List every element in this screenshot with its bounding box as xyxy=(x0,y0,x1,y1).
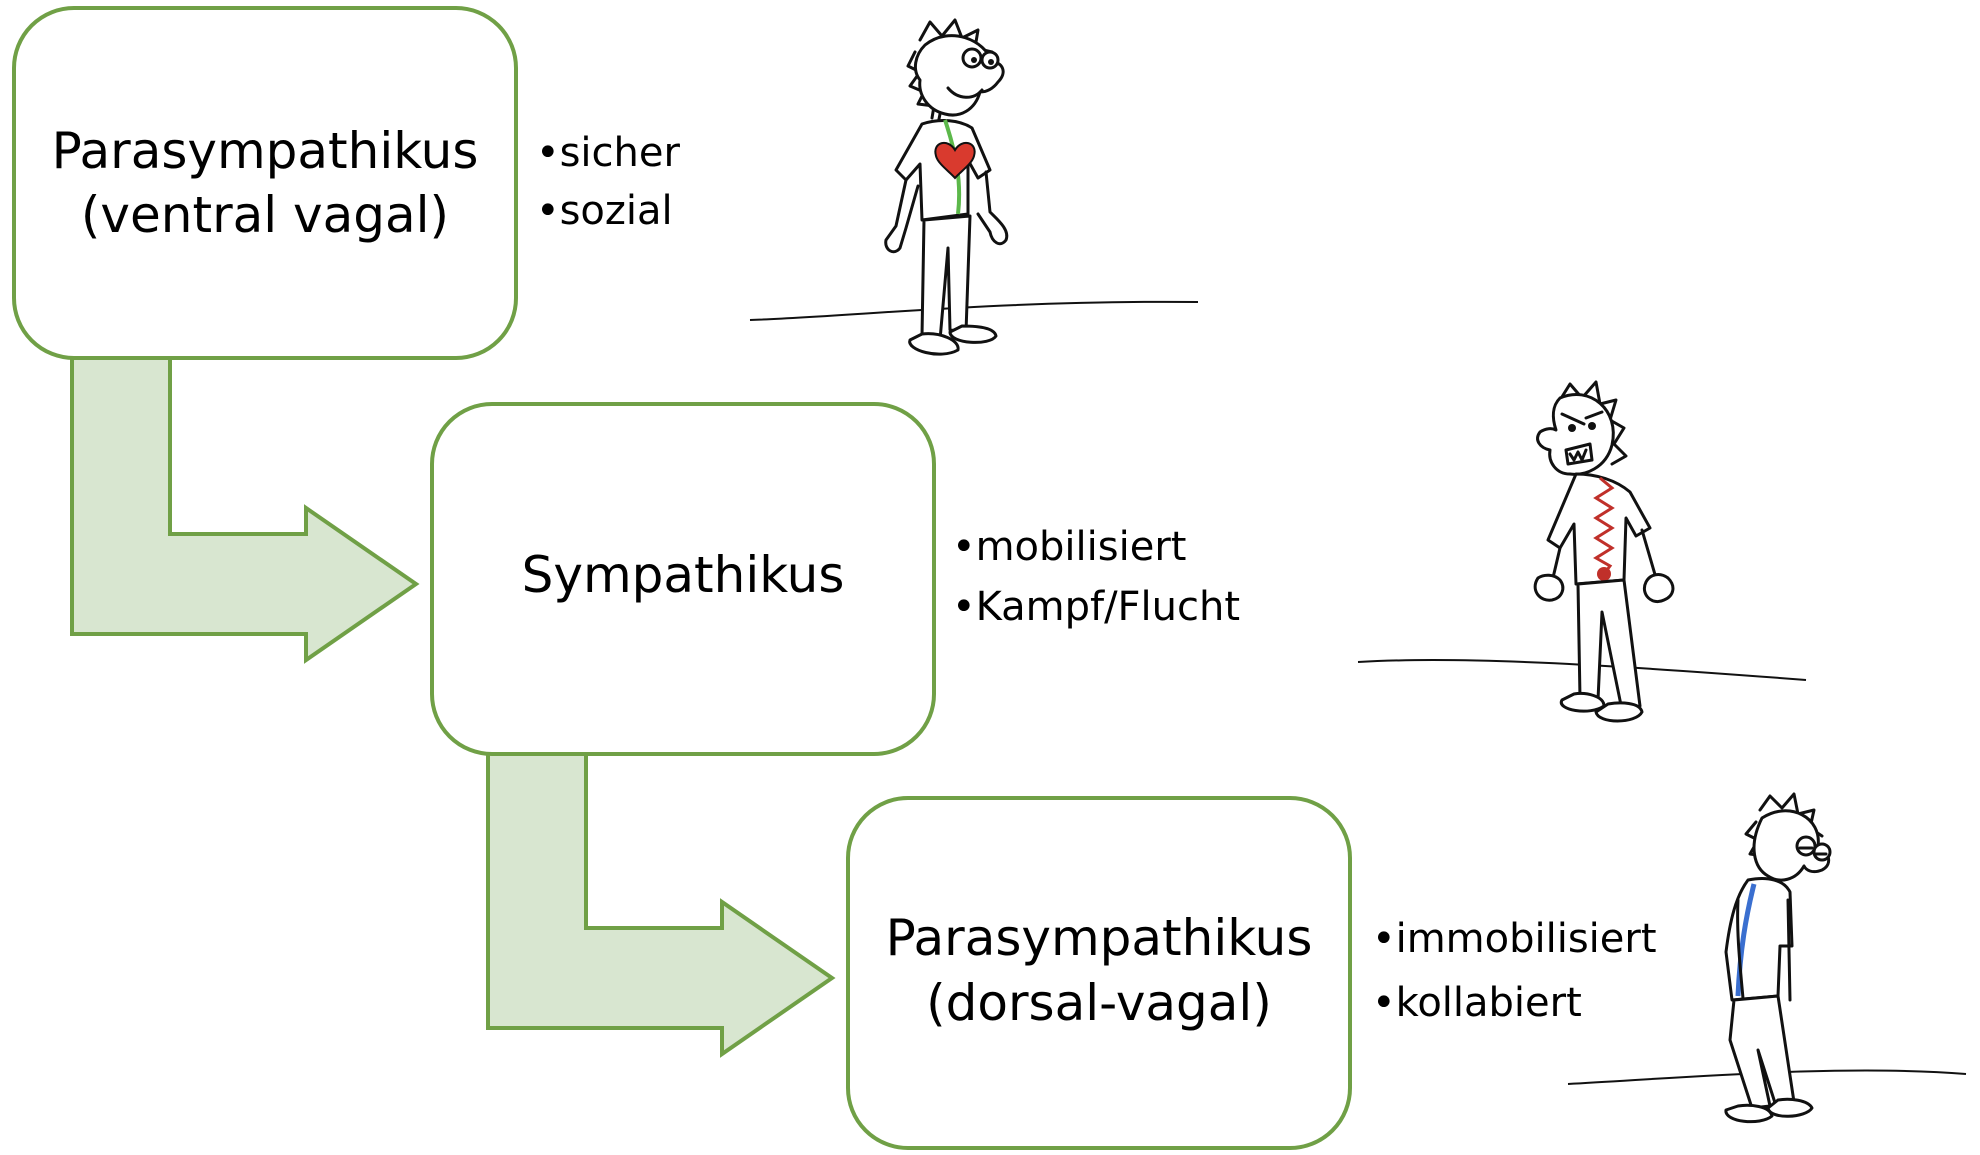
box-title-ventral-line2: (ventral vagal) xyxy=(81,186,449,244)
calm-figure-icon xyxy=(749,18,1199,356)
bullet-mobilisiert: •mobilisiert xyxy=(952,524,1186,570)
arrow-ventral-to-sympathikus xyxy=(70,356,420,664)
bullet-kampf-flucht: •Kampf/Flucht xyxy=(952,584,1240,630)
arrow-sympathikus-to-dorsal xyxy=(486,750,836,1058)
box-title-ventral-line1: Parasympathikus xyxy=(52,122,479,180)
bullet-sicher: •sicher xyxy=(536,130,681,176)
box-sympathikus xyxy=(430,402,936,756)
angry-figure-icon xyxy=(1357,380,1807,723)
bullet-sozial: •sozial xyxy=(536,188,673,234)
ground-line-2 xyxy=(1357,659,1807,681)
box-title-dorsal-line1: Parasympathikus xyxy=(886,909,1313,967)
bullet-kollabiert: •kollabiert xyxy=(1372,980,1582,1026)
slumped-figure-icon xyxy=(1567,792,1967,1124)
box-parasympathikus-dorsal xyxy=(846,796,1352,1150)
bullet-immobilisiert: •immobilisiert xyxy=(1372,916,1657,962)
box-title-dorsal-line2: (dorsal-vagal) xyxy=(926,974,1272,1032)
box-parasympathikus-ventral xyxy=(12,6,518,360)
ground-line-1 xyxy=(749,300,1199,321)
box-title-sympathikus: Sympathikus xyxy=(522,546,845,604)
